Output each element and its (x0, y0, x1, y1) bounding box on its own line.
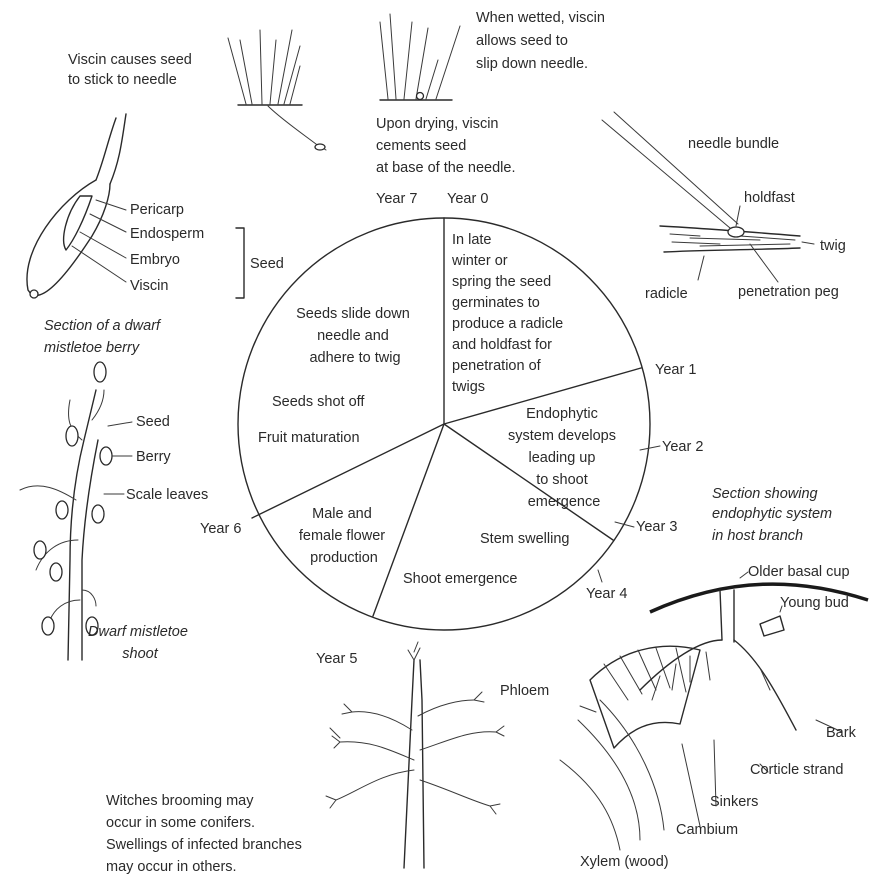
needles-sticking-illustration (228, 30, 326, 150)
brooming-note: Witches brooming may occur in some conif… (106, 793, 306, 875)
penetration-peg-label: penetration peg (738, 284, 839, 300)
year-7-label: Year 7 (376, 191, 417, 207)
seed-at-needle-base (417, 93, 424, 100)
older-basal-cup-label: Older basal cup (748, 564, 850, 580)
year-2-tick (640, 446, 660, 450)
stage-fruit-maturation: Fruit maturation (258, 430, 360, 446)
needles-1 (228, 30, 300, 104)
xylem-label: Xylem (wood) (580, 854, 669, 870)
shoot-berry-label: Berry (136, 449, 171, 465)
berry-tip (30, 290, 38, 298)
needles-slipping-illustration (380, 14, 460, 100)
shoot-berry-2 (66, 426, 78, 446)
viscin-drying-note: Upon drying, viscin cements seed at base… (376, 116, 515, 176)
needle-bundle-label: needle bundle (688, 136, 779, 152)
year-6-label: Year 6 (200, 521, 241, 537)
holdfast-drawing (728, 227, 744, 237)
corticle-strand-label: Corticle strand (750, 762, 843, 778)
stage-shoot-emergence: Shoot emergence (403, 571, 517, 587)
stage-flower-production: Male and female flower production (299, 506, 389, 566)
shoot-caption: Dwarf mistletoe shoot (88, 624, 192, 662)
tree-branches (336, 700, 496, 806)
phloem-label: Phloem (500, 683, 549, 699)
stage-endophytic: Endophytic system develops leading up to… (508, 406, 620, 510)
viscin-label: Viscin (130, 278, 168, 294)
year-4-label: Year 4 (586, 586, 627, 602)
shoot-berry-7 (50, 563, 62, 581)
seed-on-needle (315, 144, 325, 150)
year-1-label: Year 1 (655, 362, 696, 378)
young-bud-drawing (760, 616, 784, 636)
shoot-berry-1 (94, 362, 106, 382)
stage-seeds-shot: Seeds shot off (272, 394, 365, 410)
shoot-berry-4 (56, 501, 68, 519)
viscin-stick-note: Viscin causes seed to stick to needle (68, 52, 196, 88)
mistletoe-shoot-illustration (20, 362, 132, 660)
tree-trunk (404, 660, 424, 868)
basal-cup-stem (720, 590, 734, 642)
holdfast-label: holdfast (744, 190, 795, 206)
seed-bracket-label: Seed (250, 256, 284, 272)
shoot-berry-3 (100, 447, 112, 465)
shoot-berry-5 (92, 505, 104, 523)
endosperm-label: Endosperm (130, 226, 204, 242)
phloem-cells (604, 648, 686, 700)
needles-2 (380, 14, 460, 99)
year-0-label: Year 0 (447, 191, 488, 207)
year-4-tick (598, 570, 602, 582)
shoot-seed-label: Seed (136, 414, 170, 430)
witches-broom-tree-illustration (326, 642, 504, 868)
year-3-label: Year 3 (636, 519, 677, 535)
seed-bracket (236, 228, 244, 298)
stage-stem-swelling: Stem swelling (480, 531, 569, 547)
radicle-label: radicle (645, 286, 688, 302)
shoot-berry-8 (42, 617, 54, 635)
shoot-berry-6 (34, 541, 46, 559)
berry-outline (27, 180, 110, 295)
xylem-rings (560, 700, 664, 850)
berry-stalk (96, 114, 126, 184)
viscin-wetted-note: When wetted, viscin allows seed to slip … (476, 10, 609, 72)
cambium-label: Cambium (676, 822, 738, 838)
phloem-band (590, 646, 700, 748)
scale-leaves-label: Scale leaves (126, 487, 208, 503)
twig-label: twig (820, 238, 846, 254)
stage-germination: In late winter or spring the seed germin… (451, 232, 567, 395)
pericarp-label: Pericarp (130, 202, 184, 218)
year-2-label: Year 2 (662, 439, 703, 455)
needle-seed-strand (268, 106, 326, 150)
young-bud-label: Young bud (780, 595, 849, 611)
bark-label: Bark (826, 725, 857, 741)
endophytic-caption: Section showing endophytic system in hos… (712, 486, 836, 544)
berry-section-caption: Section of a dwarf mistletoe berry (44, 318, 164, 356)
sinkers-label: Sinkers (710, 794, 758, 810)
berry-leaders (72, 200, 126, 282)
needle-bundle-drawing (602, 112, 738, 228)
stage-seeds-slide: Seeds slide down needle and adhere to tw… (296, 306, 414, 366)
corticle-strands (640, 640, 796, 730)
embryo-label: Embryo (130, 252, 180, 268)
year-5-label: Year 5 (316, 651, 357, 667)
broom-clusters (326, 642, 504, 814)
